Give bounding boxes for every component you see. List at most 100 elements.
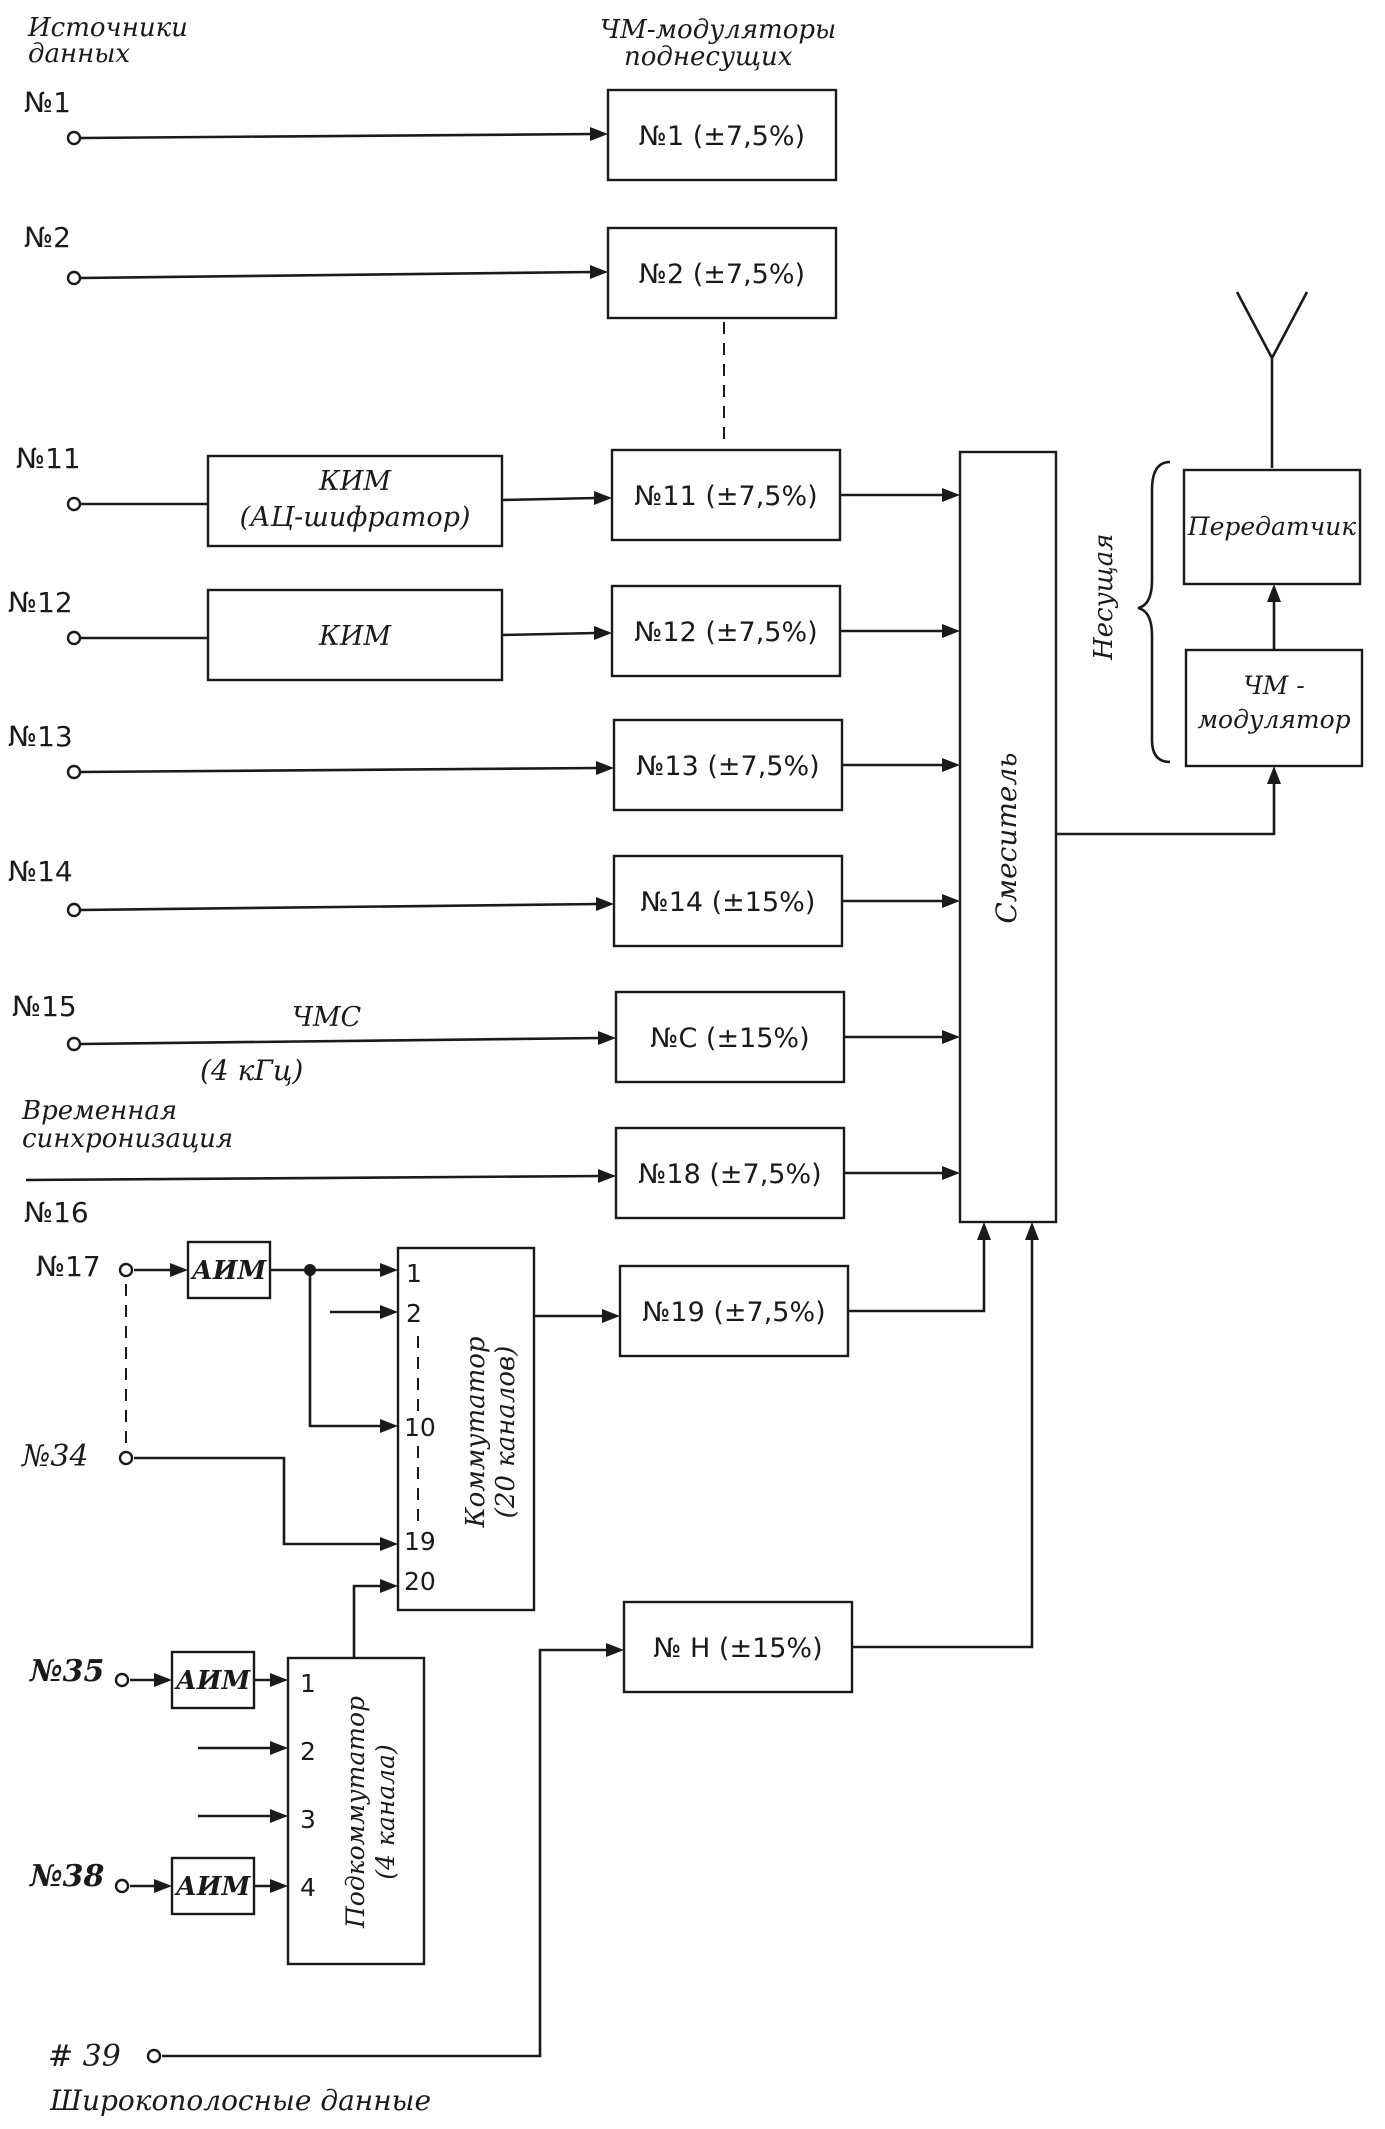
line-time-sync <box>25 1174 601 1182</box>
source-label-15: №15 <box>12 990 77 1023</box>
kim-encoder-box <box>206 454 504 548</box>
line-mod19-to-mixer <box>848 1236 986 1313</box>
arrowhead <box>1267 766 1281 784</box>
aim-35-box <box>170 1650 256 1710</box>
arrowhead <box>1267 584 1281 602</box>
transmitter-label: Передатчик <box>1187 512 1357 541</box>
terminal <box>66 270 82 286</box>
junction-dot <box>304 1264 316 1276</box>
terminal <box>66 630 82 646</box>
commutator-input-19: 19 <box>404 1527 436 1556</box>
antenna-icon <box>1235 291 1309 468</box>
arrowhead <box>170 1263 188 1277</box>
fmc-frequency-label: (4 кГц) <box>200 1054 303 1087</box>
arrowhead <box>270 1809 288 1823</box>
modulator-1-label: №1 (±7,5%) <box>639 121 805 152</box>
modulator-13-box <box>612 718 844 812</box>
aim-35-label: АИМ <box>174 1666 252 1696</box>
terminal <box>66 764 82 780</box>
carrier-label: Несущая <box>1089 534 1119 661</box>
subcommutator-input-3: 3 <box>300 1805 316 1834</box>
subcommutator-box <box>286 1656 426 1966</box>
line-modh-to-mixer <box>852 1236 1034 1649</box>
line-sub-to-commutator <box>352 1584 384 1658</box>
line-source-34 <box>134 1456 384 1546</box>
arrowheads <box>154 127 1281 1893</box>
terminal <box>114 1672 130 1688</box>
modulators-header-line1: ЧМ-модуляторы <box>600 15 836 45</box>
modulators-header-line2: поднесущих <box>624 42 793 72</box>
arrowhead <box>942 1166 960 1180</box>
source-label-1: №1 <box>24 86 71 119</box>
subcommutator-input-2: 2 <box>300 1737 316 1766</box>
arrowhead <box>270 1741 288 1755</box>
commutator-input-2: 2 <box>406 1299 422 1328</box>
modulator-14-label: №14 (±15%) <box>641 887 816 918</box>
subcommutator-label-line1: Подкоммутатор <box>341 1696 370 1929</box>
source-label-35: №35 <box>28 1654 104 1689</box>
modulator-1-box <box>606 88 838 182</box>
line-source-14 <box>79 902 599 912</box>
commutator-label-line2: (20 каналов) <box>491 1346 521 1519</box>
kim-encoder-label-line1: КИМ <box>318 466 392 497</box>
terminal <box>146 2048 162 2064</box>
mixer-label: Смеситель <box>990 752 1023 923</box>
arrowhead <box>942 1030 960 1044</box>
wideband-data-label: Широкополосные данные <box>49 2084 431 2117</box>
source-label-34: №34 <box>20 1439 89 1474</box>
modulator-2-label: №2 (±7,5%) <box>639 259 805 290</box>
line-source-2 <box>79 270 593 280</box>
line-kim2-to-mod12 <box>501 631 597 637</box>
terminal <box>118 1262 134 1278</box>
mixer-box <box>958 450 1058 1224</box>
source-label-14: №14 <box>8 855 73 888</box>
source-label-12: №12 <box>8 586 73 619</box>
arrowhead <box>380 1305 398 1319</box>
modulator-14-box <box>612 854 844 948</box>
arrowhead <box>154 1673 172 1687</box>
commutator-label-line1: Коммутатор <box>461 1336 491 1528</box>
arrowhead <box>380 1537 398 1551</box>
arrowhead <box>598 1169 616 1183</box>
modulator-18-label: №18 (±7,5%) <box>638 1159 821 1190</box>
arrowhead <box>942 894 960 908</box>
subcommutator-input-4: 4 <box>300 1873 316 1902</box>
kim-label: КИМ <box>318 621 392 652</box>
commutator-input-1: 1 <box>406 1259 422 1288</box>
aim-17-label: АИМ <box>190 1256 268 1286</box>
arrowhead <box>942 624 960 638</box>
source-label-38: №38 <box>28 1859 104 1894</box>
line-mixer-to-fm-modulator <box>1056 782 1276 836</box>
line-branch-down <box>308 1270 384 1428</box>
terminal <box>66 496 82 512</box>
source-terminals <box>66 130 162 2064</box>
modulator-2-box <box>606 226 838 320</box>
arrowhead <box>380 1579 398 1593</box>
source-label-13: №13 <box>8 720 73 753</box>
source-label-11: №11 <box>16 442 81 475</box>
arrowhead <box>596 761 614 775</box>
time-sync-label-line2: синхронизация <box>22 1124 233 1154</box>
terminal <box>66 130 82 146</box>
aim-38-box <box>170 1856 256 1916</box>
modulator-12-box <box>610 584 842 678</box>
arrowhead <box>590 127 608 141</box>
arrowhead <box>606 1643 624 1657</box>
arrowhead <box>596 897 614 911</box>
transmitter-box <box>1182 468 1362 586</box>
aim-38-label: АИМ <box>174 1872 252 1902</box>
line-source-1 <box>79 132 593 140</box>
carrier-brace <box>1137 460 1171 764</box>
line-source-39 <box>162 1648 608 2058</box>
line-kim1-to-mod11 <box>501 496 597 502</box>
source-label-17: №17 <box>36 1250 101 1283</box>
arrowhead <box>602 1309 620 1323</box>
commutator-box <box>396 1246 536 1612</box>
arrowhead <box>942 758 960 772</box>
arrowhead <box>590 265 608 279</box>
commutator-input-20: 20 <box>404 1567 436 1596</box>
modulator-13-label: №13 (±7,5%) <box>636 751 819 782</box>
time-sync-label-line1: Временная <box>21 1096 177 1126</box>
fm-modulator-box <box>1184 648 1364 768</box>
